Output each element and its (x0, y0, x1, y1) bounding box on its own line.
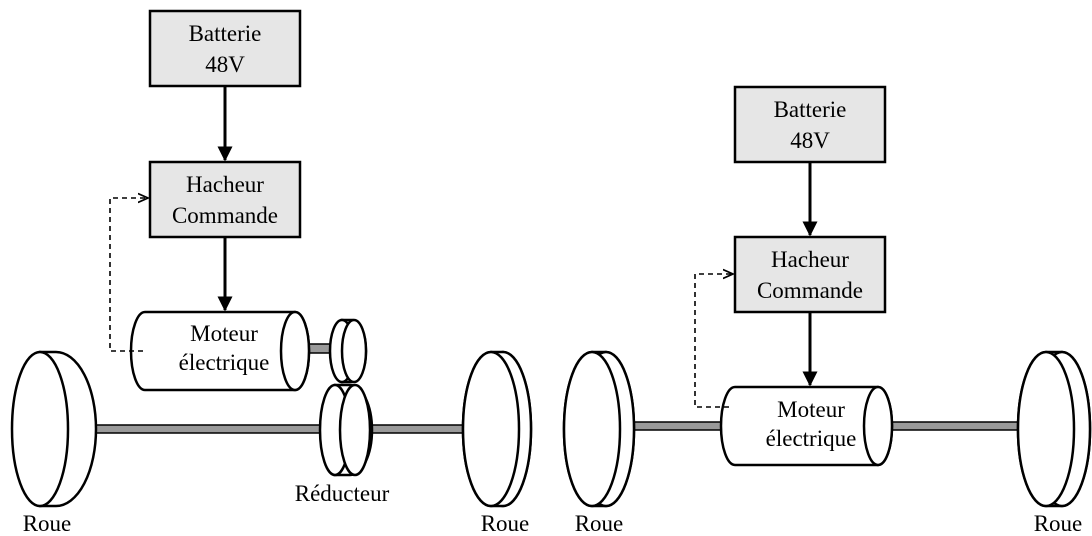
left-chopper-box: Hacheur Commande (148, 160, 302, 239)
right-axle-shaft-left (619, 421, 731, 431)
right-motor-label-line1: Moteur (777, 397, 845, 422)
right-battery-label-line2: 48V (790, 128, 830, 153)
left-battery-box: Batterie 48V (148, 9, 302, 88)
right-battery-label-line1: Batterie (774, 97, 847, 122)
left-system-wheel-left (10, 350, 98, 508)
left-battery-label-line2: 48V (205, 52, 245, 77)
right-system-wheel-left-label: Roue (575, 511, 624, 536)
reducer-gear-small (328, 318, 368, 384)
reducer-label: Réducteur (295, 481, 390, 506)
right-chopper-label-line1: Hacheur (771, 247, 849, 272)
left-chopper-label-line1: Hacheur (186, 172, 264, 197)
reducer-gear-large (318, 383, 374, 477)
left-feedback-dashed-arrow (109, 198, 148, 352)
left-battery-label-line1: Batterie (189, 21, 262, 46)
left-motor-label-line1: Moteur (190, 321, 258, 346)
right-feedback-dashed-arrow (694, 274, 733, 408)
right-system-wheel-right (1016, 350, 1092, 508)
left-chopper-label-line2: Commande (172, 203, 278, 228)
right-motor: Moteur électrique (719, 385, 894, 467)
left-axle-shaft (71, 424, 335, 434)
right-chopper-label-line2: Commande (757, 278, 863, 303)
right-battery-box: Batterie 48V (733, 85, 887, 164)
left-system-wheel-left-label: Roue (23, 511, 72, 536)
right-system-wheel-right-label: Roue (1034, 511, 1083, 536)
right-system-wheel-left (562, 350, 636, 508)
left-system-wheel-right (461, 350, 533, 508)
left-drive-system: Moteur électrique Batterie 48V Hacheur C… (10, 9, 533, 536)
left-motor-label-line2: électrique (179, 350, 270, 375)
right-chopper-box: Hacheur Commande (733, 235, 887, 314)
right-drive-system: Moteur électrique Batterie 48V Hacheur C… (562, 85, 1092, 536)
left-motor: Moteur électrique (129, 310, 311, 392)
left-system-wheel-right-label: Roue (481, 511, 530, 536)
right-motor-label-line2: électrique (766, 426, 857, 451)
